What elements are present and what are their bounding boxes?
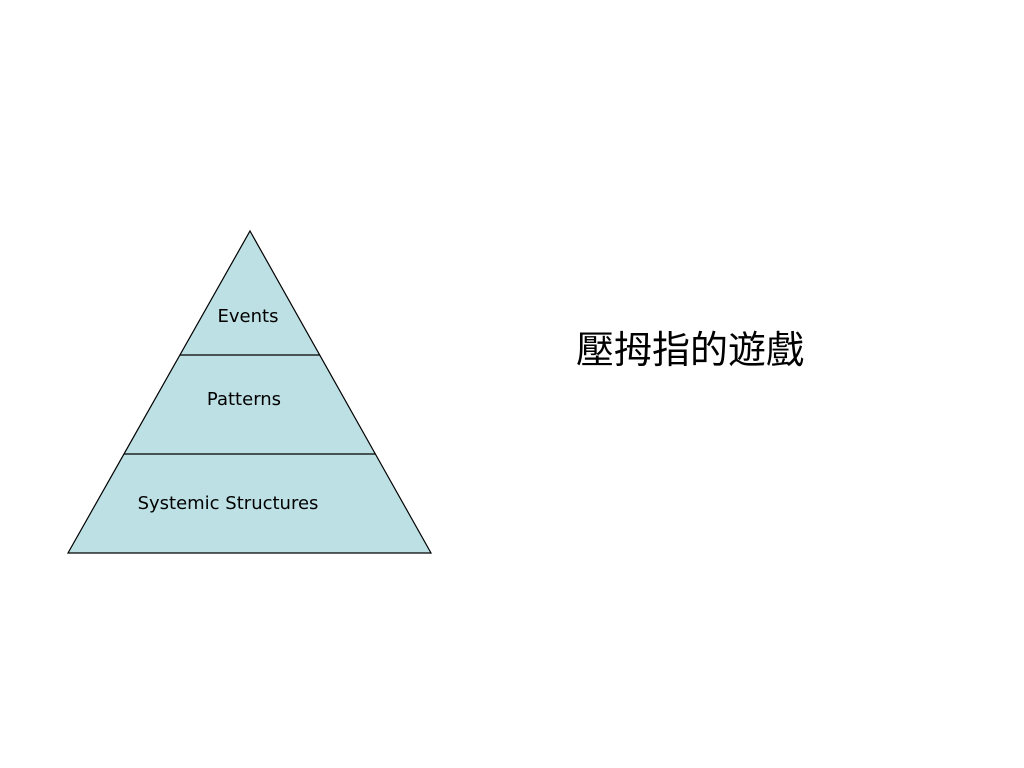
pyramid-shape bbox=[66, 229, 433, 554]
slide-title: 壓拇指的遊戲 bbox=[575, 328, 804, 372]
tier-label-events: Events bbox=[218, 306, 279, 327]
tier-label-patterns: Patterns bbox=[207, 389, 281, 410]
tier-label-systemic-structures: Systemic Structures bbox=[138, 493, 319, 514]
